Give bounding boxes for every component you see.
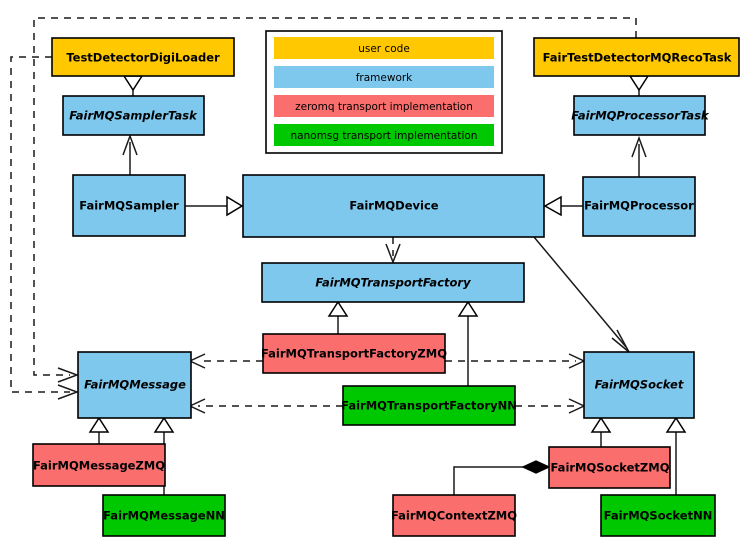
class-box-rect-fairmqmessagezmq[interactable] (32, 443, 166, 487)
class-label-fairmqprocessortask: FairMQProcessorTask (571, 109, 710, 123)
arrowhead-socketzmq-socket (590, 416, 612, 433)
arrowhead-messagezmq-message (88, 416, 110, 433)
class-label-testdetectordigiloader: TestDetectorDigiLoader (66, 51, 220, 65)
class-box-rect-fairmqdevice[interactable] (242, 174, 545, 238)
legend-swatch-nanomsg (274, 124, 494, 146)
class-box-rect-fairmqsamplertask[interactable] (62, 95, 205, 136)
class-label-fairmqtransportfactoryzmq: FairMQTransportFactoryZMQ (261, 347, 447, 361)
class-box-fairmqtransportfactorynn[interactable]: FairMQTransportFactoryNN (341, 385, 517, 426)
class-box-rect-fairmqsocketnn[interactable] (600, 494, 716, 537)
class-label-fairmqprocessor: FairMQProcessor (584, 199, 694, 213)
class-box-rect-fairmqtransportfactory[interactable] (261, 262, 525, 303)
legend-item-user-code: user code (274, 37, 494, 59)
class-box-rect-fairmqmessage[interactable] (77, 351, 192, 419)
arrowhead-samplertask-digiloader (122, 75, 144, 92)
edge-layer (10, 17, 687, 495)
class-label-fairmqmessagezmq: FairMQMessageZMQ (33, 459, 165, 473)
class-label-fairmqdevice: FairMQDevice (349, 199, 438, 213)
class-box-fairmqcontextzmq[interactable]: FairMQContextZMQ (391, 494, 517, 537)
edge-recotask-to-message (33, 17, 637, 376)
edge-digiloader-to-message (10, 56, 70, 393)
edge-socketzmq-to-contextzmq (453, 466, 534, 495)
class-label-fairmqcontextzmq: FairMQContextZMQ (391, 509, 517, 523)
legend-item-zeromq: zeromq transport implementation (274, 95, 494, 117)
arrowhead-sampler-samplertask (122, 133, 138, 156)
class-label-fairmqtransportfactory: FairMQTransportFactory (315, 276, 471, 290)
class-box-fairmqsamplertask[interactable]: FairMQSamplerTask (62, 95, 205, 136)
edge-device-to-socket (533, 236, 627, 348)
class-label-fairmqsamplertask: FairMQSamplerTask (69, 109, 198, 123)
class-label-fairmqtransportfactorynn: FairMQTransportFactoryNN (341, 399, 517, 413)
class-box-rect-fairmqtransportfactorynn[interactable] (342, 385, 516, 426)
legend: user code framework zeromq transport imp… (265, 30, 503, 154)
legend-label-user-code: user code (358, 43, 410, 55)
class-box-fairmqtransportfactoryzmq[interactable]: FairMQTransportFactoryZMQ (261, 333, 447, 374)
legend-swatch-framework (274, 66, 494, 88)
class-box-fairmqsocket[interactable]: FairMQSocket (583, 351, 695, 419)
arrowhead-socketnn-socket (665, 416, 687, 433)
legend-label-nanomsg: nanomsg transport implementation (291, 130, 478, 142)
legend-label-zeromq: zeromq transport implementation (295, 101, 473, 113)
class-box-rect-fairtestdetectormqrecotask[interactable] (533, 37, 740, 77)
class-box-fairmqprocessortask[interactable]: FairMQProcessorTask (571, 95, 710, 136)
arrowhead-sampler-device (226, 195, 244, 217)
class-box-fairmqmessage[interactable]: FairMQMessage (77, 351, 192, 419)
arrowhead-tfnn-transportfactory (457, 300, 479, 317)
class-box-testdetectordigiloader[interactable]: TestDetectorDigiLoader (51, 37, 235, 77)
class-box-rect-testdetectordigiloader[interactable] (51, 37, 235, 77)
class-box-rect-fairmqprocessor[interactable] (582, 176, 696, 237)
legend-swatch-zeromq (274, 95, 494, 117)
class-box-rect-fairmqcontextzmq[interactable] (392, 494, 516, 537)
class-box-fairmqmessagenn[interactable]: FairMQMessageNN (102, 494, 226, 537)
arrowhead-tfzmq-socket (568, 353, 586, 369)
class-box-rect-fairmqsocket[interactable] (583, 351, 695, 419)
class-box-fairmqmessagezmq[interactable]: FairMQMessageZMQ (32, 443, 166, 487)
arrowhead-recotask-message (57, 367, 80, 383)
arrowhead-device-transportfactory (385, 243, 401, 265)
arrowhead-tfnn-message (188, 398, 206, 414)
class-box-rect-fairmqsocketzmq[interactable] (548, 446, 671, 489)
class-box-fairmqsocketzmq[interactable]: FairMQSocketZMQ (548, 446, 671, 489)
diamond-socketzmq-contextzmq (521, 460, 551, 474)
class-box-rect-fairmqprocessortask[interactable] (573, 95, 706, 136)
class-label-fairmqsocketnn: FairMQSocketNN (604, 509, 713, 523)
arrowhead-digiloader-message (57, 384, 80, 400)
class-label-fairmqsampler: FairMQSampler (79, 199, 179, 213)
legend-item-framework: framework (274, 66, 494, 88)
arrowhead-tfzmq-transportfactory (327, 300, 349, 317)
legend-item-nanomsg: nanomsg transport implementation (274, 124, 494, 146)
legend-swatch-user-code (274, 37, 494, 59)
arrowhead-messagenn-message (153, 416, 175, 433)
class-box-fairmqsampler[interactable]: FairMQSampler (72, 174, 186, 237)
arrowhead-processortask-recotask (628, 75, 650, 92)
class-box-fairmqsocketnn[interactable]: FairMQSocketNN (600, 494, 716, 537)
legend-label-framework: framework (356, 72, 413, 84)
class-label-fairmqmessage: FairMQMessage (84, 378, 186, 392)
class-box-rect-fairmqmessagenn[interactable] (102, 494, 226, 537)
class-box-fairtestdetectormqrecotask[interactable]: FairTestDetectorMQRecoTask (533, 37, 740, 77)
arrowhead-tfzmq-message (188, 353, 206, 369)
arrowhead-processor-processortask (631, 135, 647, 158)
class-label-fairmqsocket: FairMQSocket (595, 378, 684, 392)
class-box-fairmqprocessor[interactable]: FairMQProcessor (582, 176, 696, 237)
class-label-fairmqmessagenn: FairMQMessageNN (103, 509, 225, 523)
class-box-rect-fairmqsampler[interactable] (72, 174, 186, 237)
class-box-fairmqdevice[interactable]: FairMQDevice (242, 174, 545, 238)
class-box-rect-fairmqtransportfactoryzmq[interactable] (262, 333, 446, 374)
class-box-fairmqtransportfactory[interactable]: FairMQTransportFactory (261, 262, 525, 303)
class-label-fairmqsocketzmq: FairMQSocketZMQ (551, 461, 670, 475)
class-label-fairtestdetectormqrecotask: FairTestDetectorMQRecoTask (543, 51, 732, 65)
node-layer: TestDetectorDigiLoader FairMQSamplerTask… (32, 37, 740, 537)
arrowhead-processor-device (543, 195, 562, 217)
